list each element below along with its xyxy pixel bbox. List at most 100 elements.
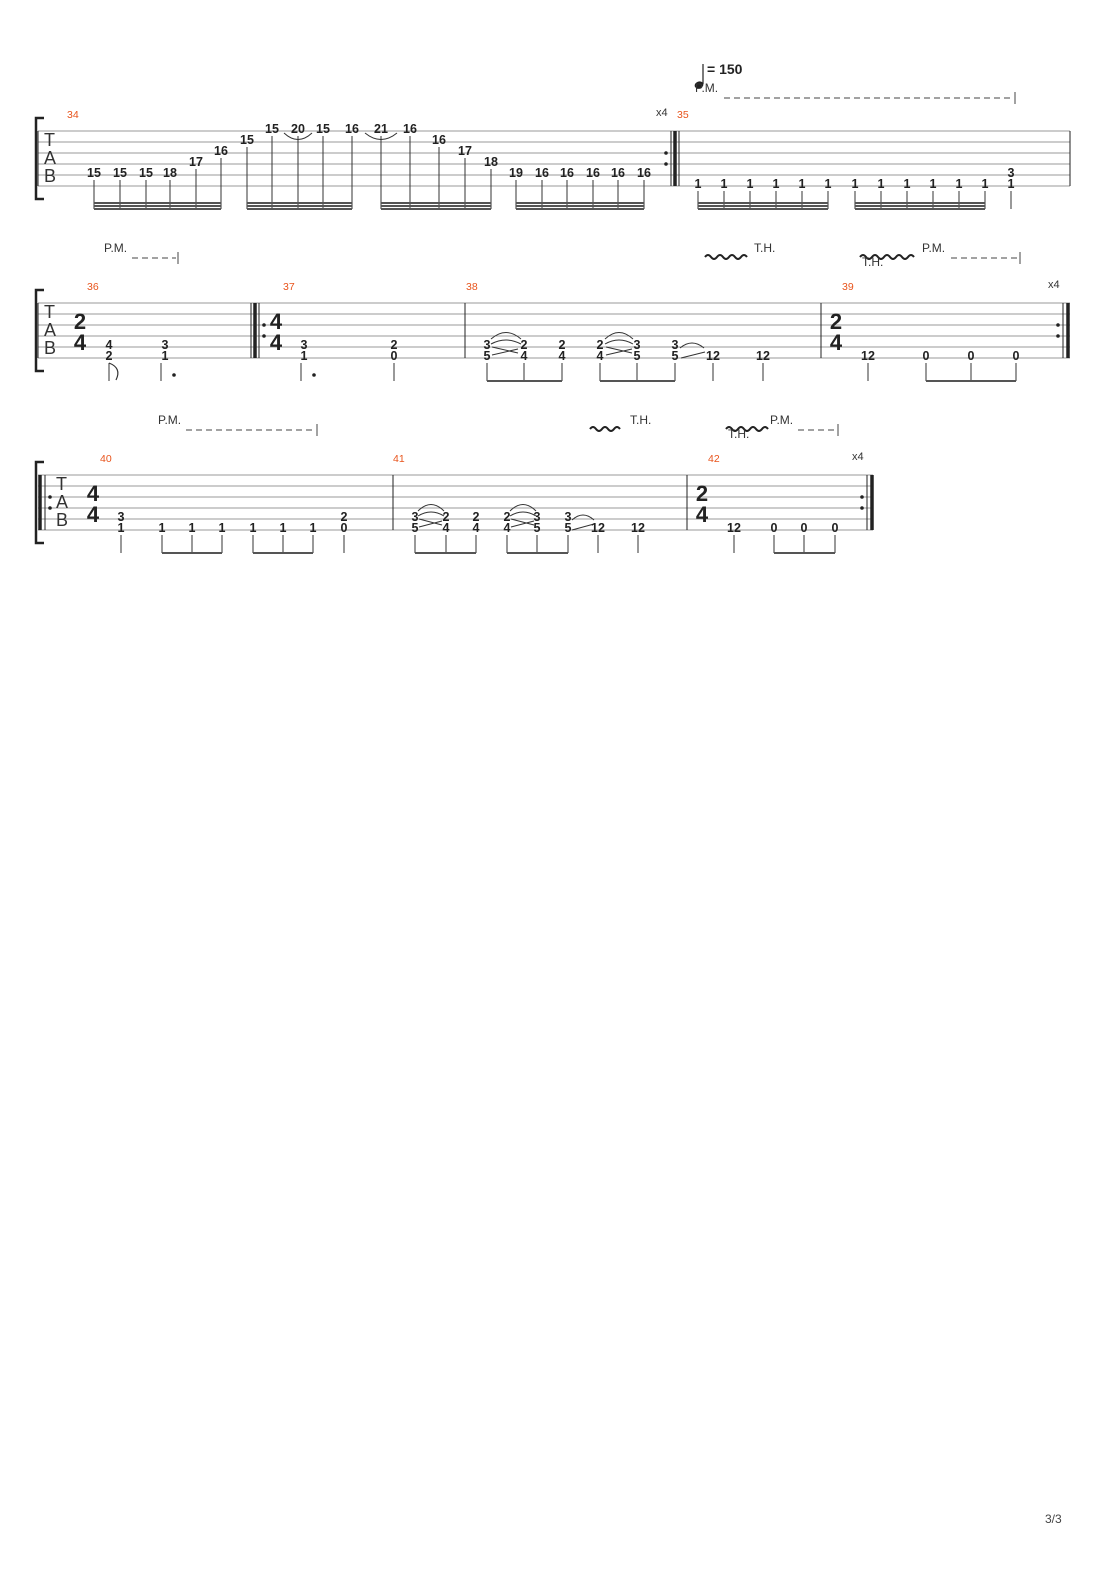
fret-numbers: 3 5 2 4 2 4 2 4 3 5 3 5 12 12 [484, 338, 770, 363]
tap-harmonic-marking: T.H. [589, 413, 651, 432]
time-signature: 2 4 [696, 481, 709, 527]
slur [364, 132, 398, 140]
fret-number: 21 [374, 122, 388, 136]
fret-number: 12 [591, 521, 605, 535]
stems [414, 535, 639, 553]
system-3: T A B 40 4 4 P.M. [34, 413, 874, 554]
palm-mute-label: P.M. [922, 241, 945, 255]
fret-number: 0 [341, 521, 348, 535]
time-signature-top: 2 [74, 309, 86, 334]
time-signature-top: 4 [87, 481, 100, 506]
fret-number: 0 [771, 521, 778, 535]
tab-letter-t: T [56, 474, 67, 494]
time-signature-bottom: 4 [696, 502, 709, 527]
slides-and-slurs [490, 332, 706, 359]
fret-number: 15 [316, 122, 330, 136]
fret-number: 2 [521, 338, 528, 352]
repeat-end-barline [664, 131, 677, 186]
measure-39: 39 2 4 T.H. P.M. 12 0 0 [820, 241, 1070, 382]
palm-mute-label: P.M. [770, 413, 793, 427]
repeat-start-barline [38, 475, 52, 530]
fret-number: 3 [1008, 166, 1015, 180]
fret-number: 4 [597, 349, 604, 363]
system-1: T A B 34 [34, 81, 1071, 210]
tap-harmonic-marking: T.H. [704, 241, 775, 260]
fret-number: 16 [345, 122, 359, 136]
tab-letter-b: B [44, 338, 56, 358]
beams [698, 202, 985, 210]
fret-number: 3 [534, 510, 541, 524]
palm-mute-marking: P.M. [922, 241, 1021, 264]
time-signature-top: 2 [830, 309, 842, 334]
repeat-end-barline [860, 475, 874, 530]
fret-number: 5 [565, 521, 572, 535]
fret-number: 16 [403, 122, 417, 136]
tempo-value: = 150 [707, 61, 743, 77]
system-brace [34, 288, 44, 373]
time-signature: 2 4 [74, 309, 87, 355]
tab-clef: T A B [44, 130, 56, 186]
fret-number: 2 [106, 349, 113, 363]
fret-number: 12 [861, 349, 875, 363]
tab-clef: T A B [44, 302, 56, 358]
measure-number: 37 [283, 281, 295, 293]
fret-number: 16 [637, 166, 651, 180]
system-2: T A B 36 2 4 P.M. 4 2 3 1 [34, 241, 1070, 382]
fret-number: 1 [747, 177, 754, 191]
fret-number: 19 [509, 166, 523, 180]
tap-harmonic-wave-icon [725, 426, 769, 432]
time-signature-bottom: 4 [830, 330, 843, 355]
time-signature-top: 2 [696, 481, 708, 506]
tap-harmonic-wave-icon [589, 426, 621, 432]
time-signature-bottom: 4 [87, 502, 100, 527]
repeat-count: x4 [1048, 279, 1060, 291]
palm-mute-marking: P.M. [104, 241, 179, 264]
fret-numbers: 3 5 2 4 2 4 2 4 3 5 3 5 12 12 [412, 510, 645, 535]
fret-number: 1 [982, 177, 989, 191]
fret-number: 3 [672, 338, 679, 352]
fret-number: 12 [631, 521, 645, 535]
slur [283, 132, 313, 140]
palm-mute-label: P.M. [695, 81, 718, 95]
measure-number: 42 [708, 453, 720, 465]
tab-letter-b: B [44, 166, 56, 186]
fret-number: 1 [250, 521, 257, 535]
fret-number: 4 [521, 349, 528, 363]
fret-number: 4 [443, 521, 450, 535]
quarter-note-icon [694, 81, 704, 89]
fret-number: 4 [106, 338, 113, 352]
time-signature: 4 4 [270, 309, 283, 355]
measure-42: 42 2 4 T.H. P.M. 12 0 0 [686, 413, 874, 554]
time-signature: 4 4 [87, 481, 100, 527]
dot [312, 373, 316, 377]
measure-number: 34 [67, 109, 79, 121]
palm-mute-label: P.M. [158, 413, 181, 427]
slides-and-slurs [417, 504, 595, 531]
staff-lines [38, 130, 1070, 187]
fret-number: 3 [301, 338, 308, 352]
fret-number: 2 [597, 338, 604, 352]
repeat-count: x4 [852, 451, 864, 463]
repeat-end-barline [1056, 303, 1070, 358]
fret-number: 18 [163, 166, 177, 180]
system-brace [34, 460, 44, 545]
tap-harmonic-label: T.H. [862, 255, 883, 269]
time-signature-top: 4 [270, 309, 283, 334]
measure-number: 39 [842, 281, 854, 293]
time-signature-bottom: 4 [270, 330, 283, 355]
fret-number: 2 [391, 338, 398, 352]
fret-number: 5 [672, 349, 679, 363]
fret-number: 17 [189, 155, 203, 169]
measure-37: 37 4 4 3 1 2 0 [250, 281, 398, 381]
fret-number: 1 [695, 177, 702, 191]
fret-number: 15 [113, 166, 127, 180]
staff-lines [38, 474, 873, 531]
tab-letter-b: B [56, 510, 68, 530]
fret-number: 0 [968, 349, 975, 363]
measure-number: 36 [87, 281, 99, 293]
repeat-start-barline [250, 303, 266, 358]
palm-mute-marking: P.M. [695, 81, 1016, 104]
palm-mute-marking: P.M. [770, 413, 839, 436]
fret-number: 1 [878, 177, 885, 191]
